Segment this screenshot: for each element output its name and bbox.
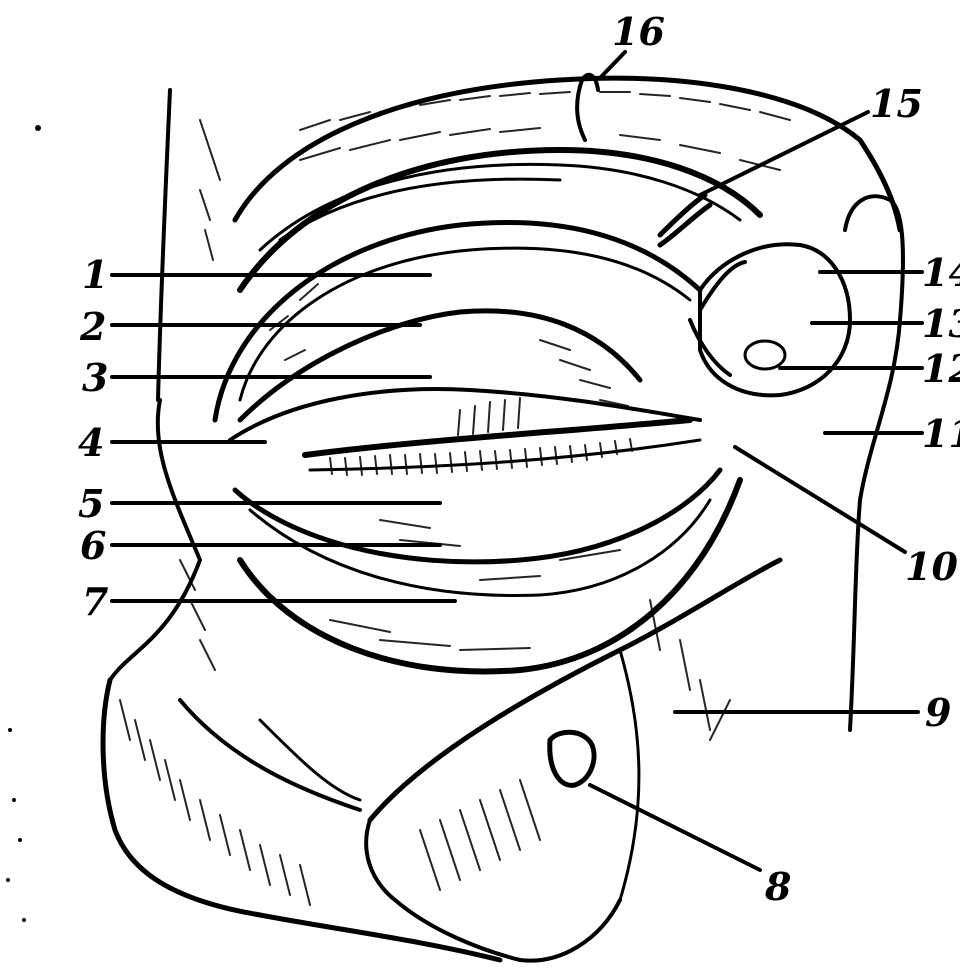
number-labels: 1 2 3 4 5 6 7 8 9 10 11 12 13 14 15 16 <box>78 9 960 909</box>
upper-orbit <box>212 220 703 423</box>
nerve-loop <box>575 72 600 142</box>
label-3: 3 <box>82 355 108 400</box>
label-10: 10 <box>905 544 958 589</box>
leader-8 <box>588 783 762 872</box>
label-2: 2 <box>79 304 106 349</box>
face-outline <box>100 75 903 963</box>
cheek-flap <box>367 557 783 823</box>
label-8: 8 <box>764 864 791 909</box>
specks <box>6 125 41 922</box>
eyelashes <box>329 397 633 476</box>
retractor-right <box>843 194 905 732</box>
leader-15 <box>698 110 870 197</box>
brow-band <box>237 147 763 293</box>
infraorbital-foramen <box>547 729 597 788</box>
lower-orbit-inner <box>232 467 723 565</box>
label-4: 4 <box>78 420 104 465</box>
label-1: 1 <box>82 252 108 297</box>
label-16: 16 <box>612 9 665 54</box>
lacrimal-region <box>698 242 852 398</box>
label-13: 13 <box>922 301 960 346</box>
lower-orbit-outer <box>237 477 743 675</box>
label-5: 5 <box>78 481 104 526</box>
label-14: 14 <box>922 250 960 295</box>
label-7: 7 <box>82 579 108 624</box>
upper-eyelid <box>237 308 643 423</box>
lacrimal-caruncle <box>743 339 787 371</box>
label-11: 11 <box>922 411 960 456</box>
label-12: 12 <box>922 346 960 391</box>
leader-10 <box>733 445 907 554</box>
anatomy-drawing <box>6 72 905 963</box>
probe <box>657 192 713 248</box>
leader-lines <box>110 50 924 872</box>
label-9: 9 <box>925 690 951 735</box>
palpebral-fissure <box>302 417 693 458</box>
label-15: 15 <box>870 81 923 126</box>
leader-16 <box>598 50 627 80</box>
label-6: 6 <box>80 523 106 568</box>
